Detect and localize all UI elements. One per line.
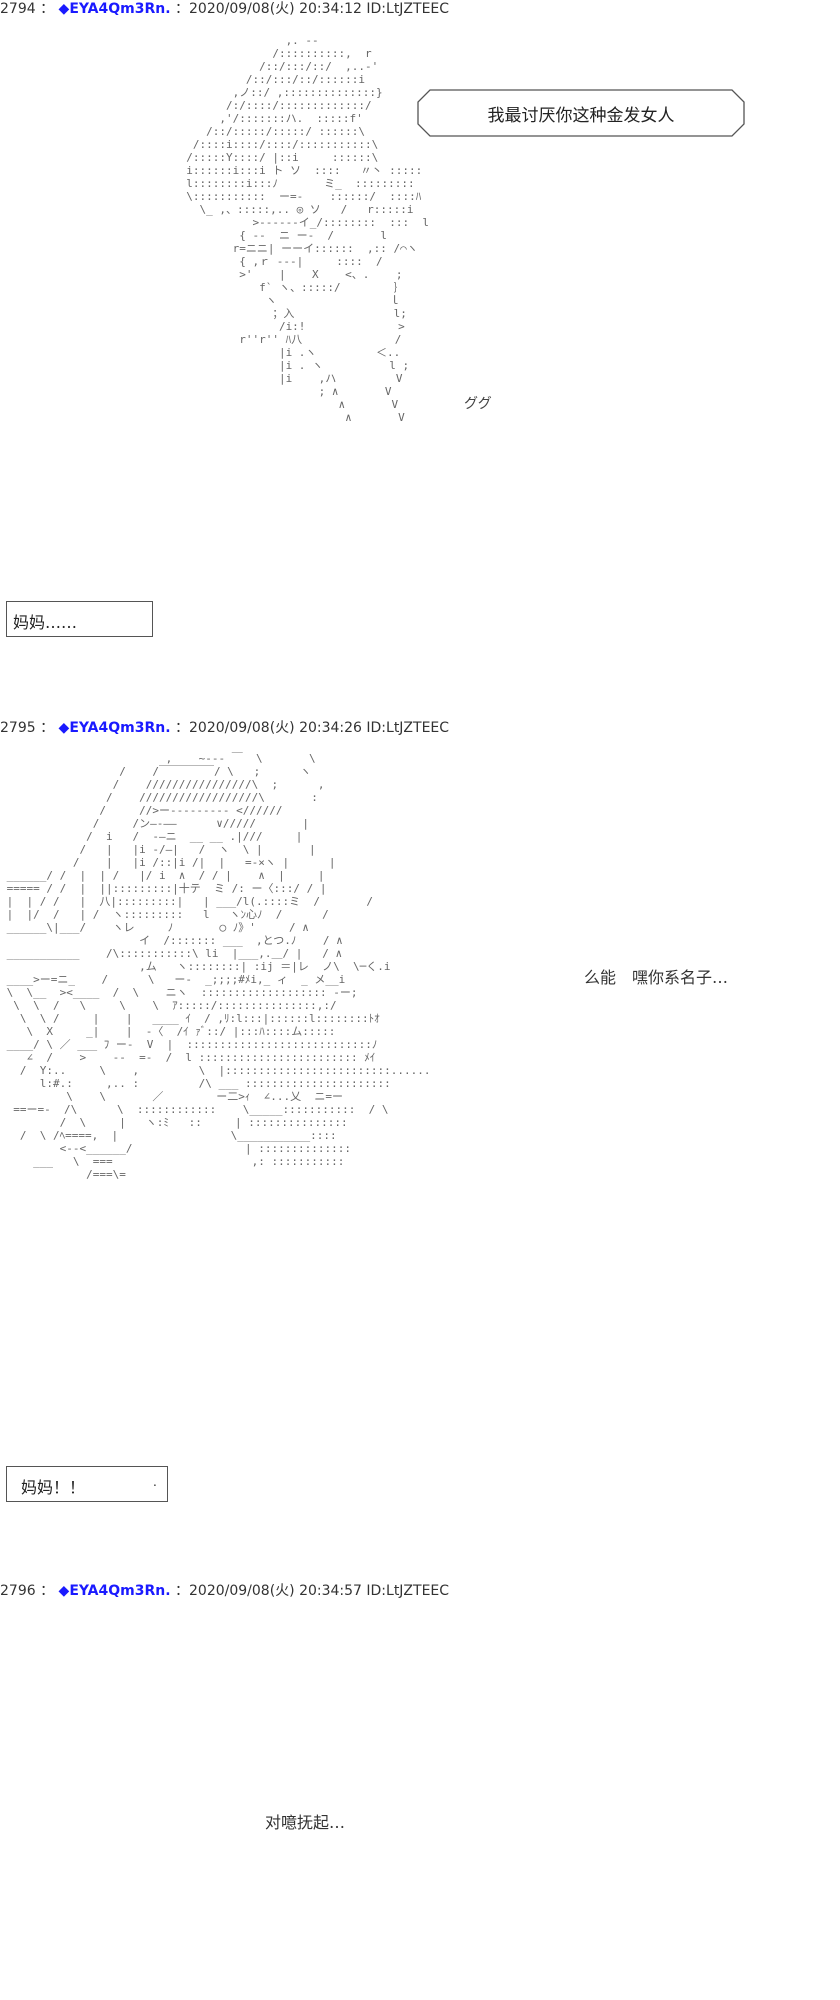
ascii-art-figure: , ~--- ￣ \ \ / /￣￣￣￣￣/ \ ; ヽ / /////////… <box>6 752 431 1181</box>
speech-bubble-text: 我最讨厌你这种金发女人 <box>487 106 675 126</box>
post-separator: ： <box>40 1 55 17</box>
post-number: 2794 <box>0 1 36 17</box>
post-number: 2796 <box>0 1583 36 1599</box>
side-dialogue: 么能 嘿你系名子… <box>584 968 729 987</box>
caption-text: 妈妈！！ <box>21 1478 86 1497</box>
ascii-art-figure: ,. -- /::::::::::, r /::/:::/::/ ,..-' /… <box>186 34 430 424</box>
poster-trip[interactable]: ◆EYA4Qm3Rn. <box>58 1583 171 1599</box>
post-separator: ： <box>40 720 55 736</box>
post-header: 2795 ： ◆EYA4Qm3Rn. ：2020/09/08(火) 20:34:… <box>0 719 449 737</box>
post-meta: ：2020/09/08(火) 20:34:26 ID:LtJZTEEC <box>175 720 450 736</box>
caption-box: 妈妈…… <box>6 601 153 637</box>
post-separator: ： <box>40 1583 55 1599</box>
caption-box: 妈妈！！ . <box>6 1466 168 1502</box>
caption-mark: . <box>153 1475 157 1489</box>
post-number: 2795 <box>0 720 36 736</box>
post-meta: ：2020/09/08(火) 20:34:57 ID:LtJZTEEC <box>175 1583 450 1599</box>
post-meta: ：2020/09/08(火) 20:34:12 ID:LtJZTEEC <box>175 1 450 17</box>
sound-effect: ググ <box>464 396 492 412</box>
speech-bubble-outline <box>417 89 745 137</box>
poster-trip[interactable]: ◆EYA4Qm3Rn. <box>58 720 171 736</box>
post-header: 2794 ： ◆EYA4Qm3Rn. ：2020/09/08(火) 20:34:… <box>0 0 449 18</box>
narration-text: 对噫抚起… <box>265 1813 346 1832</box>
post-header: 2796 ： ◆EYA4Qm3Rn. ：2020/09/08(火) 20:34:… <box>0 1582 449 1600</box>
poster-trip[interactable]: ◆EYA4Qm3Rn. <box>58 1 171 17</box>
caption-text: 妈妈…… <box>13 613 78 632</box>
speech-bubble: 我最讨厌你这种金发女人 <box>416 88 746 138</box>
